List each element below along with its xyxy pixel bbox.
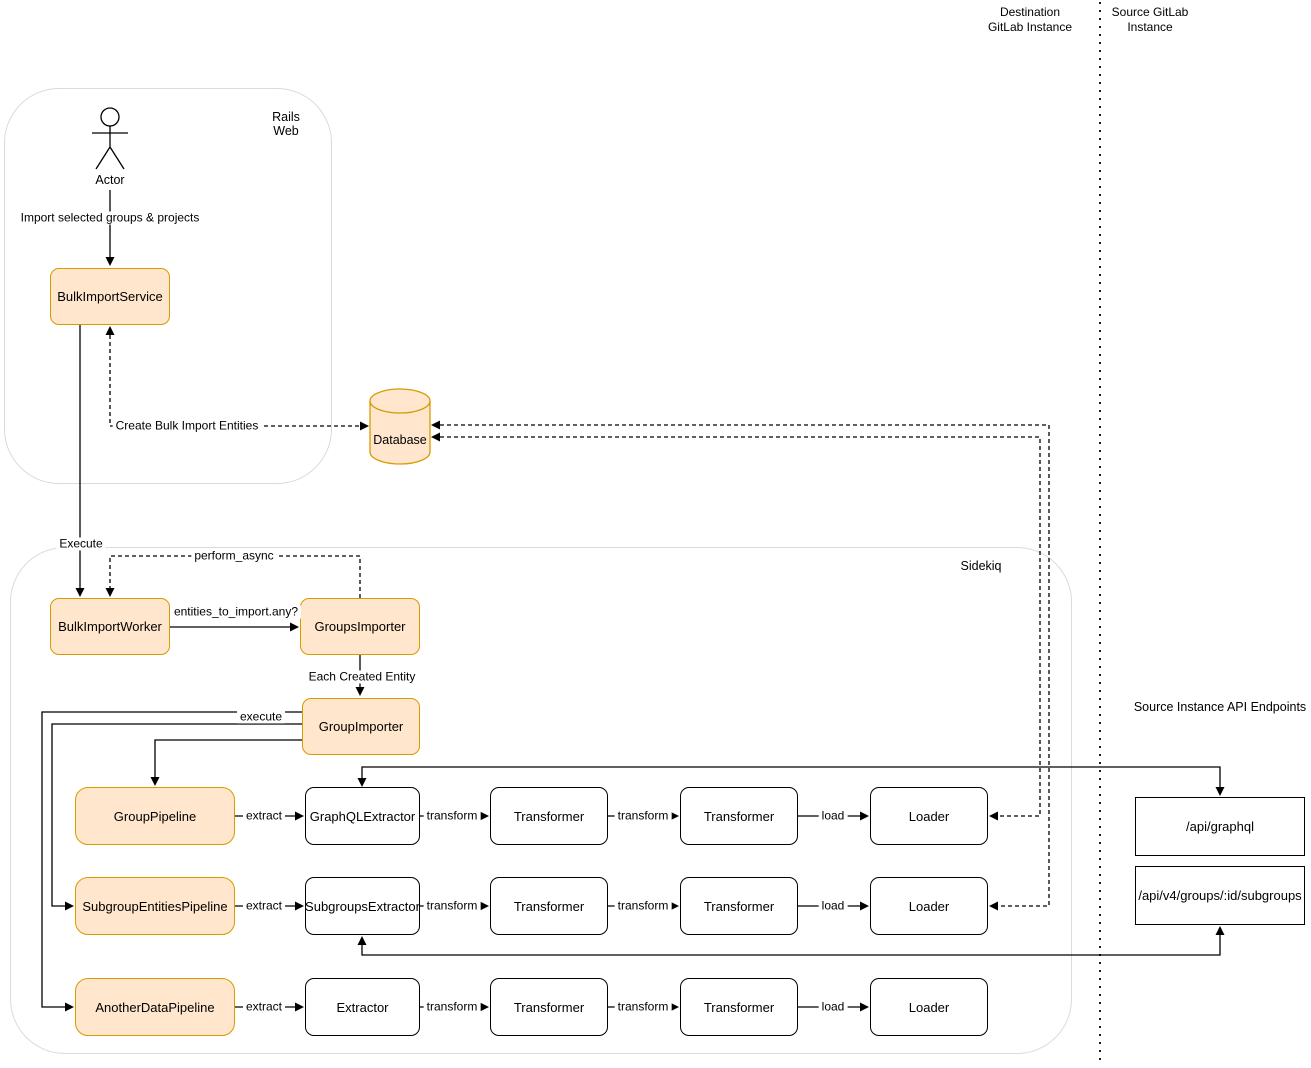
node-groups-importer: GroupsImporter (300, 598, 420, 655)
node-group-pipeline: GroupPipeline (75, 787, 235, 845)
label-load-r1: load (818, 809, 848, 823)
node-bulk-import-worker: BulkImportWorker (50, 598, 170, 655)
node-transformer-r3a: Transformer (490, 978, 608, 1036)
label-transform-r1a: transform (423, 809, 481, 823)
label-extract-r2: extract (242, 899, 286, 913)
label-load-r2: load (818, 899, 848, 913)
node-loader-r3: Loader (870, 978, 988, 1036)
edge-create-bulk-import-entities (105, 326, 369, 431)
node-group-importer: GroupImporter (302, 698, 420, 755)
edge-execute-group-pipeline (150, 739, 302, 786)
database-label: Database (373, 433, 427, 447)
edge-execute-another-pipeline (41, 711, 302, 1012)
node-transformer-r3b: Transformer (680, 978, 798, 1036)
label-extract-r3: extract (242, 1000, 286, 1014)
node-transformer-r2a: Transformer (490, 877, 608, 935)
edge-database-loader2 (431, 420, 1050, 911)
label-entities-any: entities_to_import.any? (170, 605, 302, 619)
node-transformer-r1b: Transformer (680, 787, 798, 845)
node-another-data-pipeline: AnotherDataPipeline (75, 978, 235, 1036)
sidekiq-container (10, 547, 1072, 1054)
label-extract-r1: extract (242, 809, 286, 823)
node-subgroups-extractor: SubgroupsExtractor (305, 877, 420, 935)
lane-label-destination: Destination GitLab Instance (987, 5, 1073, 34)
node-loader-r2: Loader (870, 877, 988, 935)
node-bulk-import-service: BulkImportService (50, 268, 170, 325)
rails-web-label: Rails Web (272, 110, 300, 138)
node-api-graphql-endpoint: /api/graphql (1135, 797, 1305, 856)
actor-label: Actor (95, 173, 125, 187)
database-cylinder-icon (369, 388, 431, 465)
edge-execute (75, 325, 85, 597)
node-loader-r1: Loader (870, 787, 988, 845)
label-transform-r2a: transform (423, 899, 481, 913)
node-transformer-r2b: Transformer (680, 877, 798, 935)
label-each-created-entity: Each Created Entity (305, 670, 419, 684)
label-execute-worker: Execute (56, 537, 106, 551)
label-load-r3: load (818, 1000, 848, 1014)
lane-label-source: Source GitLab Instance (1111, 5, 1189, 34)
node-extractor: Extractor (305, 978, 420, 1036)
label-transform-r1b: transform (614, 809, 672, 823)
edge-perform-async (105, 555, 361, 598)
edge-subgroups-endpoint (357, 926, 1225, 956)
node-graphql-extractor: GraphQLExtractor (305, 787, 420, 845)
edge-execute-subgroup-pipeline (51, 723, 302, 911)
label-import-selected: Import selected groups & projects (17, 211, 203, 225)
edge-database-loader1 (431, 432, 1041, 821)
node-subgroup-entities-pipeline: SubgroupEntitiesPipeline (75, 877, 235, 935)
edge-actor-to-service (105, 190, 115, 266)
label-transform-r3b: transform (614, 1000, 672, 1014)
label-create-entities: Create Bulk Import Entities (112, 419, 262, 433)
label-perform-async: perform_async (191, 549, 277, 563)
actor-icon (92, 107, 128, 170)
node-api-subgroups-endpoint: /api/v4/groups/:id/subgroups (1135, 866, 1305, 925)
api-endpoints-title: Source Instance API Endpoints (1133, 700, 1307, 714)
label-transform-r2b: transform (614, 899, 672, 913)
label-execute-pipelines: execute (236, 710, 286, 724)
edge-graphql-endpoint (357, 766, 1225, 796)
sidekiq-label: Sidekiq (960, 559, 1002, 573)
rails-web-container (4, 88, 332, 484)
label-transform-r3a: transform (423, 1000, 481, 1014)
node-transformer-r1a: Transformer (490, 787, 608, 845)
edge-entities-to-import (170, 622, 299, 632)
